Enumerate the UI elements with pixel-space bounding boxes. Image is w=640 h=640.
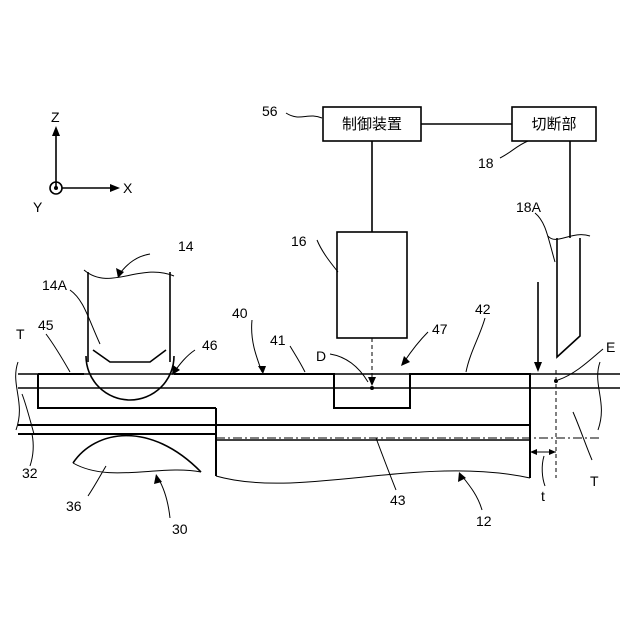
label-14: 14 [178, 238, 194, 254]
label-18A: 18A [516, 199, 542, 215]
z-axis-label: Z [51, 109, 60, 125]
leader-14A [70, 290, 100, 344]
label-18: 18 [478, 155, 494, 171]
leader-40-arrowhead [258, 366, 266, 374]
leader-41 [290, 346, 305, 372]
sheet-assembly [16, 362, 620, 483]
leader-lines [22, 113, 603, 518]
roller-holder [88, 272, 170, 362]
leader-T-left [22, 394, 34, 434]
leader-16 [317, 240, 338, 272]
y-axis-dot [54, 186, 58, 190]
label-16: 16 [291, 233, 307, 249]
lower-roller-36 [73, 436, 201, 473]
x-axis-label: X [123, 180, 133, 196]
base-break-line [216, 471, 530, 483]
cutter-label: 切断部 [531, 115, 576, 133]
y-axis-label: Y [33, 199, 43, 215]
leader-45 [46, 334, 70, 372]
coordinate-axes: Z X Y [33, 109, 133, 215]
leader-12 [462, 476, 482, 510]
point-e [554, 379, 558, 383]
leader-36 [88, 466, 106, 496]
leader-56 [286, 113, 322, 118]
label-42: 42 [475, 301, 491, 317]
reference-labels: 56 18 18A 14 14A 16 40 41 42 45 46 47 D … [16, 103, 615, 537]
leader-18A [535, 213, 555, 262]
leader-47-arrowhead [401, 356, 410, 366]
leader-42 [466, 318, 485, 372]
leader-32 [30, 434, 33, 466]
leader-43 [376, 438, 396, 490]
roller-hub [93, 350, 166, 362]
point-d [370, 386, 374, 390]
label-E: E [606, 339, 615, 355]
label-46: 46 [202, 337, 218, 353]
leader-40 [252, 320, 262, 372]
leader-30 [158, 478, 170, 518]
label-T-right: T [590, 473, 599, 489]
label-30: 30 [172, 521, 188, 537]
left-break-line [16, 362, 20, 430]
thickness-arrow-right [549, 449, 556, 455]
label-36: 36 [66, 498, 82, 514]
label-t: t [541, 488, 545, 504]
leader-E [558, 349, 603, 380]
leader-D [330, 354, 368, 382]
label-45: 45 [38, 317, 54, 333]
laser-head [337, 232, 407, 338]
holder-break-line [84, 270, 174, 278]
z-axis-arrowhead [52, 126, 60, 136]
leader-12-arrowhead [458, 472, 466, 482]
blade-outline [557, 238, 580, 357]
controller-box: 制御装置 [323, 107, 421, 141]
blade-break-line [548, 235, 590, 240]
controller-label: 制御装置 [342, 115, 402, 133]
cut-direction-arrowhead [534, 362, 542, 372]
leader-18 [500, 141, 528, 158]
right-break-line [598, 362, 602, 430]
label-D: D [316, 348, 326, 364]
press-roller-14 [84, 270, 174, 400]
label-56: 56 [262, 103, 278, 119]
layer-45-outline [38, 374, 216, 408]
leader-t [542, 456, 545, 486]
lower-roller-break [73, 463, 201, 473]
x-axis-arrowhead [110, 184, 120, 192]
label-43: 43 [390, 492, 406, 508]
label-41: 41 [270, 332, 286, 348]
label-T-left: T [16, 326, 25, 342]
label-40: 40 [232, 305, 248, 321]
label-12: 12 [476, 513, 492, 529]
label-32: 32 [22, 465, 38, 481]
thickness-arrow-left [530, 449, 537, 455]
lower-roller-top [73, 436, 201, 472]
leader-T-right [573, 412, 592, 460]
label-14A: 14A [42, 277, 68, 293]
cutter-box: 切断部 [512, 107, 596, 141]
laser-beam-arrowhead [368, 377, 376, 386]
cutting-blade [534, 235, 590, 372]
label-47: 47 [432, 321, 448, 337]
